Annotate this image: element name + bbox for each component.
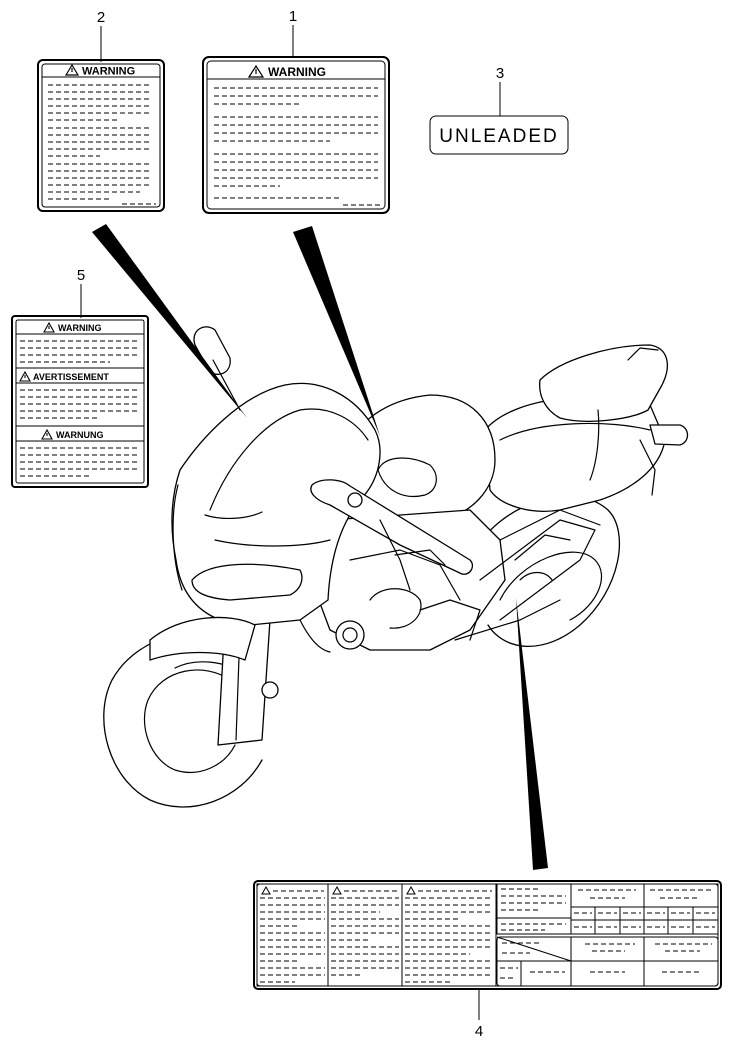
callout-number-1: 1 [289, 8, 297, 25]
swingarm [479, 519, 596, 621]
pointer-label-4 [516, 598, 548, 870]
callout-number-3: 3 [496, 65, 504, 82]
label-4-tire-table [496, 936, 719, 987]
label-5-trilingual-warning-sticker: WARNING AVERTISSEMENT WARNUNG [11, 315, 149, 488]
label-2-title: WARNING [82, 66, 135, 78]
warning-triangle-icon [43, 321, 55, 333]
label-5-warning-de: WARNUNG [56, 430, 104, 440]
pointer-wedges [92, 224, 548, 870]
callout-4: 4 [475, 989, 483, 1040]
warning-triangle-icon [19, 370, 31, 382]
label-4-warning-col-1 [256, 883, 329, 987]
label-1-text-lines [214, 87, 380, 206]
label-2-warning-sticker: WARNING [37, 59, 165, 212]
label-4-warning-col-3 [401, 883, 497, 987]
callout-1: 1 [289, 8, 297, 58]
label-4-info-panel-sticker [253, 880, 722, 990]
handlebar [310, 479, 474, 591]
pointer-label-2 [92, 224, 247, 418]
motorcycle-illustration [103, 326, 689, 808]
label-4-warning-col-2 [327, 883, 403, 987]
callout-5: 5 [77, 267, 85, 318]
label-2-text-lines [48, 84, 156, 205]
callout-number-4: 4 [475, 1023, 483, 1040]
warning-triangle-icon [41, 428, 53, 440]
callout-number-5: 5 [77, 267, 85, 284]
warning-triangle-icon [64, 63, 80, 76]
front-fairing [149, 382, 381, 661]
label-5-warning-fr: AVERTISSEMENT [33, 372, 109, 382]
label-1-warning-sticker: WARNING [202, 56, 390, 214]
tail-section [484, 344, 689, 512]
label-3-unleaded-sticker: UNLEADED [429, 115, 569, 155]
label-4-spec-table [496, 883, 719, 935]
label-5-warning-en: WARNING [58, 323, 102, 333]
label-1-title: WARNING [268, 65, 326, 79]
mirror [193, 326, 241, 411]
engine [314, 509, 601, 651]
warning-triangle-icon [247, 64, 265, 78]
front-fork [217, 619, 279, 746]
pointer-label-1 [293, 226, 380, 436]
callout-3: 3 [496, 65, 504, 116]
label-3-text: UNLEADED [439, 126, 558, 147]
callout-2: 2 [97, 9, 105, 62]
callout-number-2: 2 [97, 9, 105, 26]
